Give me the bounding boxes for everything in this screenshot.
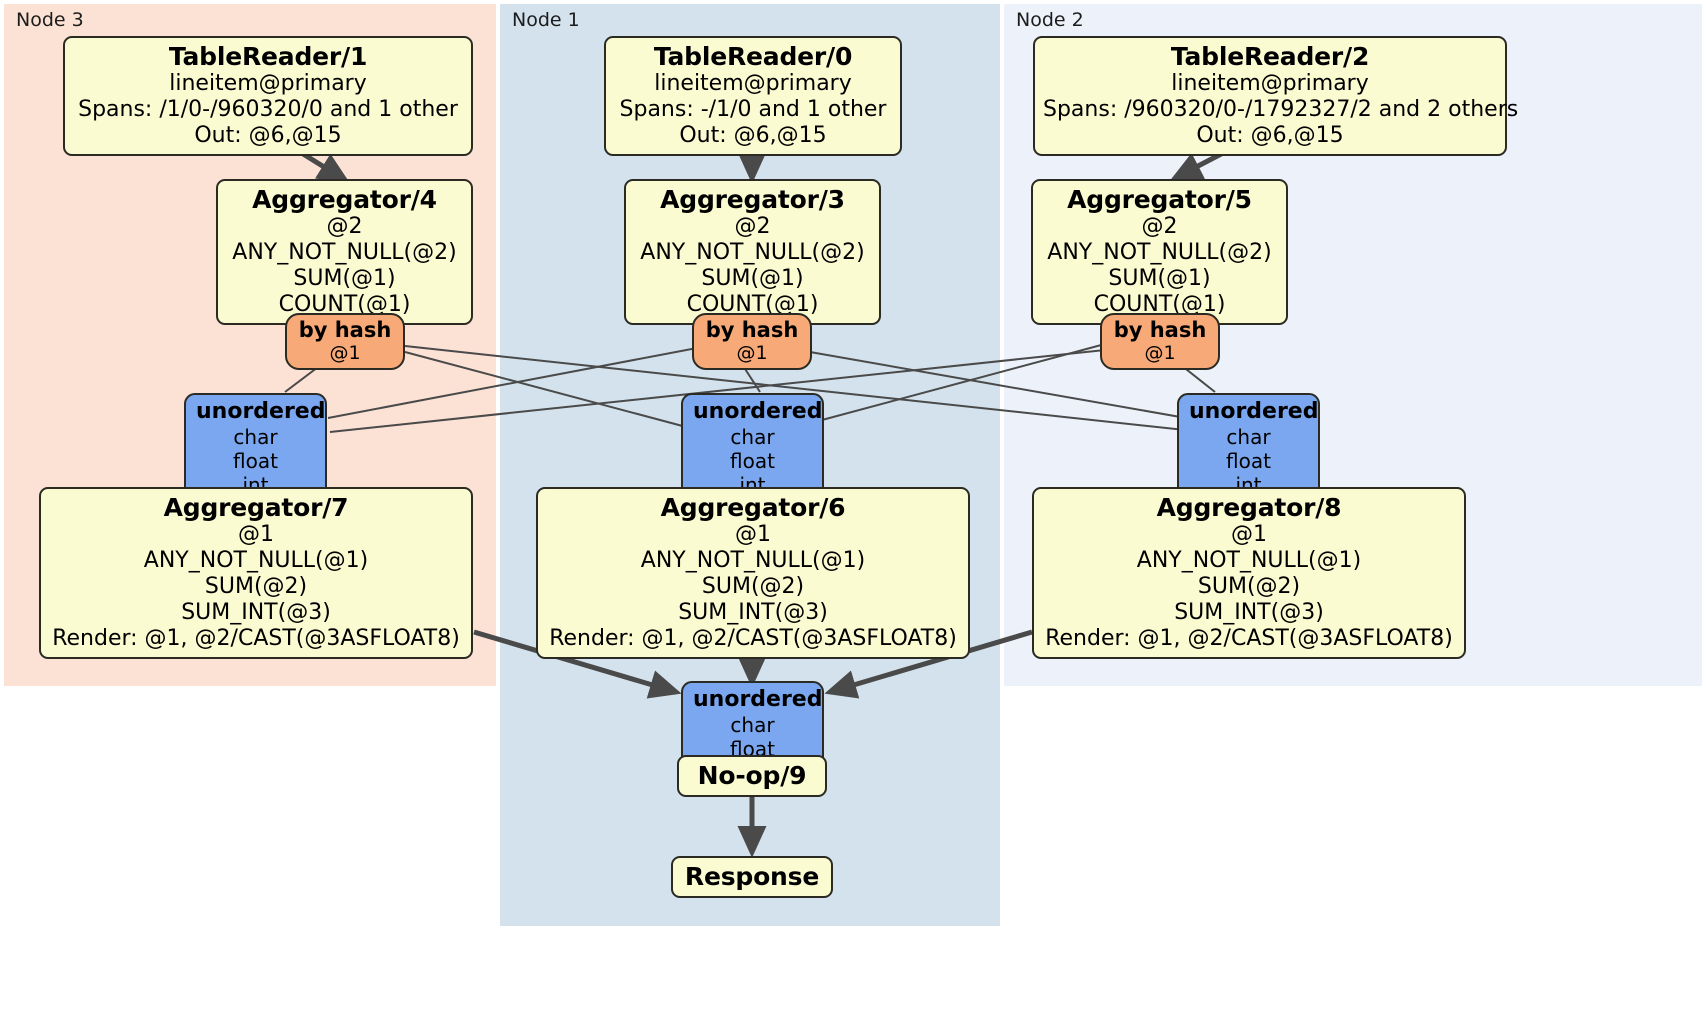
router-line: @1 — [736, 342, 768, 365]
processor-title: Response — [684, 862, 820, 891]
processor-line: SUM(@2) — [701, 574, 805, 600]
processor-line: Spans: -/1/0 and 1 other — [619, 97, 887, 123]
synchronizer-title: unordered — [693, 687, 823, 712]
processor-line: @2 — [1141, 214, 1178, 240]
processor-line: lineitem@primary — [654, 71, 852, 97]
router-title: by hash — [705, 318, 799, 342]
processor-line: COUNT(@1) — [1093, 291, 1226, 317]
processor-line: @1 — [1231, 522, 1267, 548]
node-label-node2: Node 2 — [1016, 9, 1084, 31]
processor-title: Aggregator/3 — [660, 185, 845, 214]
processor-line: COUNT(@1) — [686, 291, 819, 317]
synchronizer-line: char — [730, 425, 775, 450]
processor-line: Out: @6,@15 — [1196, 123, 1344, 149]
processor-aggregator-8[interactable]: Aggregator/8 @1 ANY_NOT_NULL(@1) SUM(@2)… — [1032, 487, 1466, 659]
processor-title: Aggregator/5 — [1067, 185, 1252, 214]
synchronizer-line: char — [233, 425, 278, 450]
synchronizer-title: unordered — [196, 399, 326, 424]
synchronizer-line: char — [730, 713, 775, 738]
processor-line: @2 — [734, 214, 771, 240]
processor-title: TableReader/2 — [1170, 42, 1370, 71]
processor-line: ANY_NOT_NULL(@2) — [640, 240, 865, 266]
router-line: @1 — [329, 342, 361, 365]
processor-title: Aggregator/4 — [252, 185, 437, 214]
processor-line: SUM_INT(@3) — [181, 599, 331, 625]
processor-table-reader-0[interactable]: TableReader/0 lineitem@primary Spans: -/… — [604, 36, 902, 156]
router-title: by hash — [298, 318, 392, 342]
processor-line: SUM(@1) — [1108, 266, 1211, 292]
synchronizer-title: unordered — [693, 399, 823, 424]
processor-line: @1 — [735, 522, 771, 548]
processor-line: Spans: /1/0-/960320/0 and 1 other — [78, 97, 458, 123]
processor-line: ANY_NOT_NULL(@1) — [1136, 548, 1362, 574]
processor-title: Aggregator/6 — [660, 493, 846, 522]
processor-line: ANY_NOT_NULL(@1) — [640, 548, 866, 574]
processor-aggregator-3[interactable]: Aggregator/3 @2 ANY_NOT_NULL(@2) SUM(@1)… — [624, 179, 881, 325]
processor-line: Render: @1, @2/CAST(@3ASFLOAT8) — [1045, 625, 1453, 651]
processor-title: TableReader/0 — [653, 42, 853, 71]
processor-line: SUM(@1) — [701, 266, 804, 292]
processor-table-reader-2[interactable]: TableReader/2 lineitem@primary Spans: /9… — [1033, 36, 1519, 156]
router-by-hash-center[interactable]: by hash @1 — [692, 313, 812, 371]
processor-line: @2 — [326, 214, 363, 240]
router-by-hash-left[interactable]: by hash @1 — [285, 313, 405, 371]
synchronizer-title: unordered — [1189, 399, 1319, 424]
processor-line: SUM(@1) — [293, 266, 396, 292]
processor-line: Spans: /960320/0-/1792327/2 and 2 others — [1043, 97, 1519, 123]
processor-title: Aggregator/7 — [163, 493, 349, 522]
processor-table-reader-1[interactable]: TableReader/1 lineitem@primary Spans: /1… — [63, 36, 473, 156]
processor-line: Render: @1, @2/CAST(@3ASFLOAT8) — [549, 625, 957, 651]
processor-title: TableReader/1 — [168, 42, 368, 71]
processor-line: ANY_NOT_NULL(@2) — [1047, 240, 1272, 266]
processor-title: No-op/9 — [697, 761, 807, 790]
synchronizer-line: float — [233, 449, 278, 474]
processor-response[interactable]: Response — [671, 856, 833, 899]
router-by-hash-right[interactable]: by hash @1 — [1100, 313, 1220, 371]
synchronizer-unordered-right[interactable]: unordered char float int — [1177, 393, 1320, 505]
processor-no-op-9[interactable]: No-op/9 — [677, 755, 827, 798]
processor-line: Out: @6,@15 — [194, 123, 342, 149]
processor-line: lineitem@primary — [1171, 71, 1369, 97]
processor-line: COUNT(@1) — [278, 291, 411, 317]
synchronizer-line: char — [1226, 425, 1271, 450]
processor-line: ANY_NOT_NULL(@2) — [232, 240, 457, 266]
processor-aggregator-5[interactable]: Aggregator/5 @2 ANY_NOT_NULL(@2) SUM(@1)… — [1031, 179, 1288, 325]
processor-aggregator-6[interactable]: Aggregator/6 @1 ANY_NOT_NULL(@1) SUM(@2)… — [536, 487, 970, 659]
router-title: by hash — [1113, 318, 1207, 342]
router-line: @1 — [1144, 342, 1176, 365]
processor-line: ANY_NOT_NULL(@1) — [143, 548, 369, 574]
synchronizer-line: float — [730, 449, 775, 474]
node-label-node1: Node 1 — [512, 9, 580, 31]
processor-line: lineitem@primary — [169, 71, 367, 97]
node-label-node3: Node 3 — [16, 9, 84, 31]
processor-aggregator-4[interactable]: Aggregator/4 @2 ANY_NOT_NULL(@2) SUM(@1)… — [216, 179, 473, 325]
synchronizer-unordered-left[interactable]: unordered char float int — [184, 393, 327, 505]
synchronizer-line: float — [1226, 449, 1271, 474]
processor-aggregator-7[interactable]: Aggregator/7 @1 ANY_NOT_NULL(@1) SUM(@2)… — [39, 487, 473, 659]
processor-line: @1 — [238, 522, 274, 548]
processor-line: Out: @6,@15 — [679, 123, 827, 149]
processor-line: SUM_INT(@3) — [1174, 599, 1324, 625]
processor-line: SUM_INT(@3) — [678, 599, 828, 625]
processor-line: SUM(@2) — [204, 574, 308, 600]
processor-line: Render: @1, @2/CAST(@3ASFLOAT8) — [52, 625, 460, 651]
processor-title: Aggregator/8 — [1156, 493, 1342, 522]
processor-line: SUM(@2) — [1197, 574, 1301, 600]
